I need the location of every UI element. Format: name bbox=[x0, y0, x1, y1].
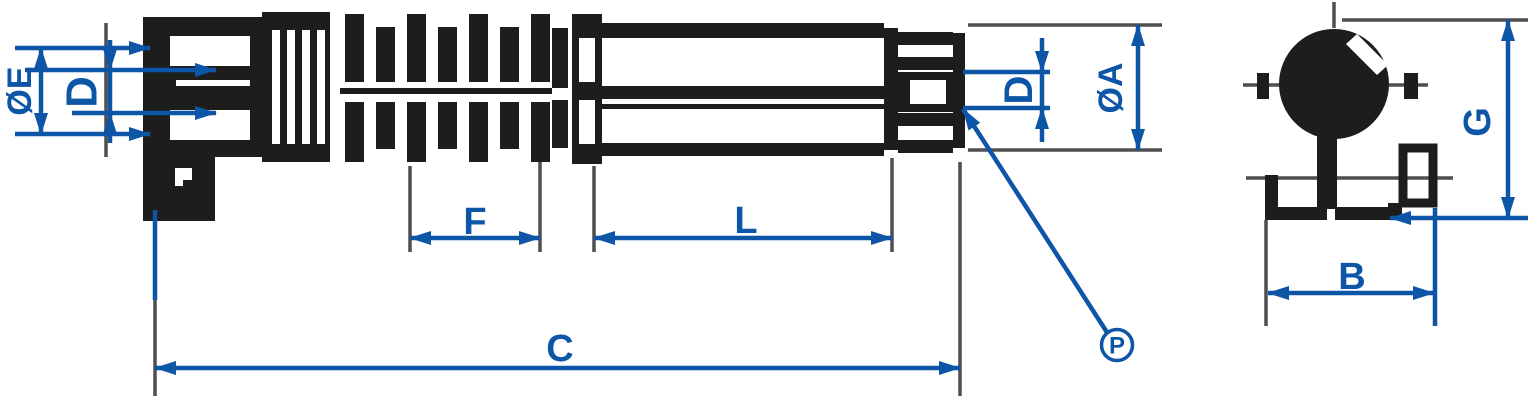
mounting-lug bbox=[159, 157, 215, 221]
dimension-label-c: C bbox=[546, 328, 573, 370]
left-clamp-tab bbox=[1257, 73, 1269, 99]
dimension-label-f: F bbox=[463, 201, 486, 243]
dimension-label-oe: ØE bbox=[1, 66, 39, 115]
callout-p-label: P bbox=[1109, 333, 1125, 360]
dimension-label-b: B bbox=[1338, 256, 1365, 298]
threaded-tip bbox=[884, 28, 965, 153]
dimension-lines bbox=[15, 19, 1528, 375]
circle-highlight-notch bbox=[1346, 34, 1388, 75]
extension-lines bbox=[104, 2, 1528, 396]
dimension-g bbox=[1389, 19, 1528, 225]
dimension-d-front bbox=[25, 40, 217, 143]
right-clamp-tab bbox=[1404, 73, 1418, 99]
dimension-b bbox=[1267, 208, 1438, 326]
dimension-d-tip bbox=[963, 38, 1050, 142]
dimension-oe bbox=[15, 41, 151, 141]
body-tube bbox=[602, 23, 884, 156]
callout-p-leader bbox=[961, 107, 1112, 339]
dimension-c bbox=[152, 210, 961, 375]
dimension-label-g: G bbox=[1457, 107, 1499, 137]
callout-p-circle bbox=[1099, 327, 1135, 363]
dimension-label-d-front: D bbox=[58, 76, 107, 108]
dimension-labels: ØE D F L C D ØA P G B bbox=[1, 63, 1499, 371]
clamp-stem bbox=[1317, 130, 1337, 208]
coupling-ring bbox=[262, 12, 330, 162]
dimension-label-oa: ØA bbox=[1092, 63, 1130, 114]
dimension-label-l: L bbox=[734, 200, 757, 242]
cable-hole-circle bbox=[1279, 29, 1389, 139]
dimension-label-d-tip: D bbox=[997, 76, 1041, 105]
screw-hole bbox=[1398, 143, 1438, 208]
transition-collar bbox=[552, 14, 602, 164]
strain-relief-ribs bbox=[340, 14, 552, 162]
